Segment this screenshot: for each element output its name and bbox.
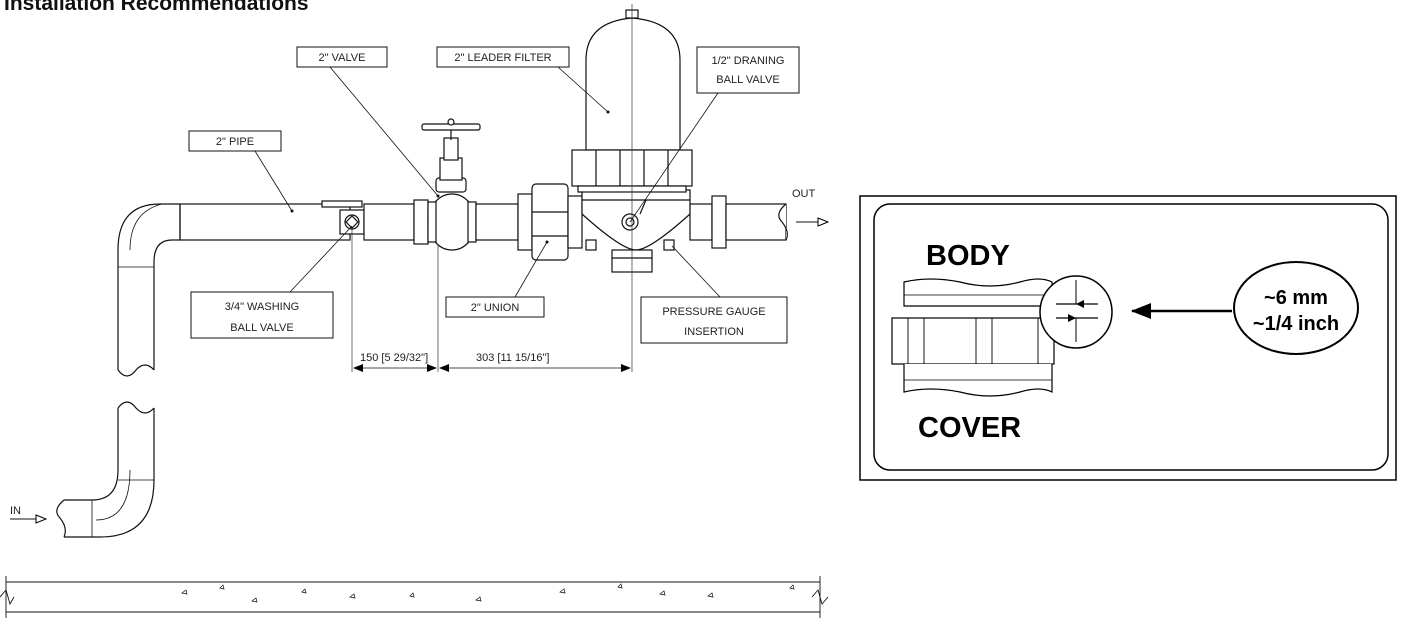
detail-gap-mm: ~6 mm	[1264, 287, 1328, 309]
label-leader-filter: 2" LEADER FILTER	[436, 46, 610, 114]
label-draining-line2: BALL VALVE	[716, 74, 779, 86]
label-valve: 2" VALVE	[296, 46, 440, 198]
label-union: 2" UNION	[445, 240, 549, 318]
label-washing-line2: BALL VALVE	[230, 322, 293, 334]
label-union-text: 2" UNION	[471, 302, 520, 314]
label-pressure-line1: PRESSURE GAUGE	[662, 306, 765, 318]
label-pressure-line2: INSERTION	[684, 326, 744, 338]
label-pipe: 2" PIPE	[188, 130, 294, 213]
flow-out-label: OUT	[792, 188, 816, 200]
label-washing-ball-valve: 3/4" WASHING BALL VALVE	[190, 225, 353, 339]
center-lines	[351, 4, 633, 372]
detail-cover-label: COVER	[918, 412, 1021, 444]
label-valve-text: 2" VALVE	[319, 52, 366, 64]
label-draining-ball-valve: 1/2" DRANING BALL VALVE	[629, 46, 800, 223]
dimension-303: 303 [11 15/16"]	[476, 352, 549, 364]
main-pipe	[56, 9, 788, 538]
flow-in-label: IN	[10, 505, 21, 517]
detail-panel	[859, 195, 1397, 481]
label-pipe-text: 2" PIPE	[216, 136, 254, 148]
label-draining-line1: 1/2" DRANING	[712, 55, 785, 67]
ground-slab	[0, 576, 829, 618]
flow-out: OUT	[792, 188, 828, 222]
detail-body-label: BODY	[926, 240, 1010, 272]
flow-in: IN	[10, 505, 46, 519]
page-title: Installation Recommendations	[4, 0, 309, 15]
label-leader-filter-text: 2" LEADER FILTER	[454, 52, 551, 64]
dimension-150: 150 [5 29/32"]	[360, 352, 428, 364]
label-pressure-gauge: PRESSURE GAUGE INSERTION	[640, 245, 788, 344]
detail-gap-inch: ~1/4 inch	[1253, 313, 1339, 335]
label-washing-line1: 3/4" WASHING	[225, 301, 299, 313]
